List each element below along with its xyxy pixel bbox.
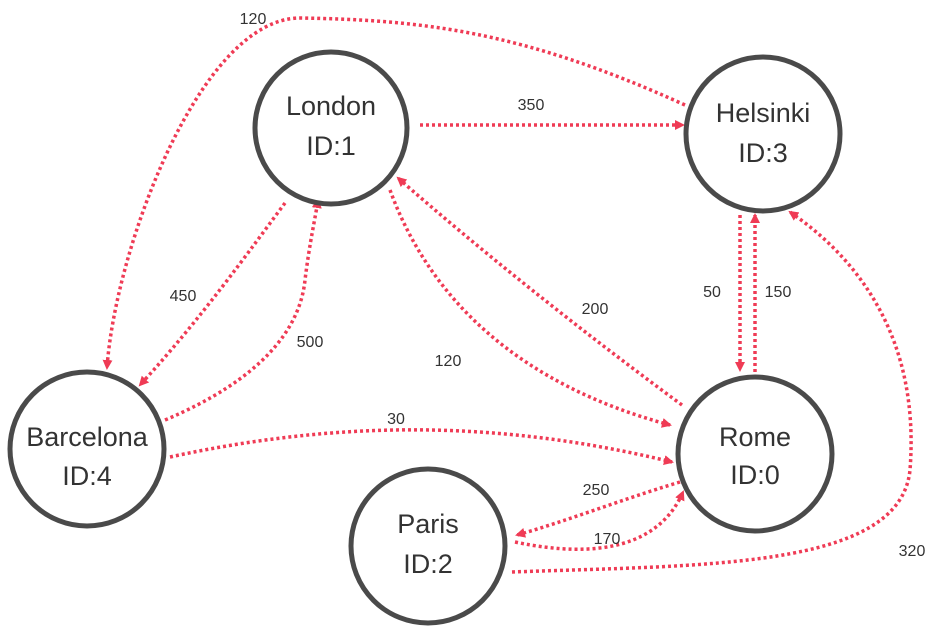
node-id: ID:0 — [730, 460, 780, 490]
node-id: ID:2 — [403, 549, 453, 579]
node-id: ID:4 — [62, 461, 112, 491]
edge-label-rome-helsinki: 150 — [765, 284, 792, 301]
edge-label-london-helsinki: 350 — [518, 97, 545, 114]
edge-label-barcelona-rome: 30 — [387, 411, 405, 428]
node-name: Rome — [719, 422, 791, 452]
edge-label-helsinki-barcelona: 120 — [240, 11, 267, 28]
edge-rome-paris — [515, 480, 681, 538]
node-circle — [683, 54, 843, 214]
node-barcelona[interactable]: Barcelona ID:4 — [7, 369, 167, 529]
edge-london-barcelona — [138, 201, 287, 387]
node-paris[interactable]: Paris ID:2 — [348, 466, 508, 626]
edge-label-paris-rome: 170 — [594, 531, 621, 548]
node-name: Paris — [397, 509, 459, 539]
node-circle — [7, 369, 167, 529]
node-id: ID:3 — [738, 138, 788, 168]
edge-barcelona-rome — [169, 428, 674, 465]
edge-label-london-rome: 120 — [435, 353, 462, 370]
edge-label-paris-helsinki: 320 — [899, 543, 926, 560]
node-london[interactable]: London ID:1 — [252, 49, 410, 207]
edge-london-rome — [388, 189, 672, 428]
edge-paris-helsinki — [511, 210, 913, 574]
edge-barcelona-london — [164, 198, 322, 422]
edge-label-rome-london: 200 — [582, 301, 609, 318]
node-name: Helsinki — [716, 98, 811, 128]
edge-labels: 120 350 450 500 120 200 50 150 30 250 17… — [170, 11, 926, 560]
node-circle — [348, 466, 508, 626]
edge-label-london-barcelona: 450 — [170, 288, 197, 305]
edge-paris-rome — [514, 490, 685, 552]
edge-helsinki-barcelona — [102, 16, 686, 370]
node-name: London — [286, 91, 376, 121]
node-rome[interactable]: Rome ID:0 — [675, 374, 835, 534]
edge-rome-london — [396, 176, 684, 407]
edges — [102, 16, 913, 574]
node-id: ID:1 — [306, 131, 356, 161]
edge-label-barcelona-london: 500 — [297, 334, 324, 351]
node-name: Barcelona — [26, 422, 149, 452]
node-circle — [252, 49, 410, 207]
node-helsinki[interactable]: Helsinki ID:3 — [683, 54, 843, 214]
edge-label-helsinki-rome: 50 — [703, 284, 721, 301]
node-circle — [675, 374, 835, 534]
edge-label-rome-paris: 250 — [583, 482, 610, 499]
